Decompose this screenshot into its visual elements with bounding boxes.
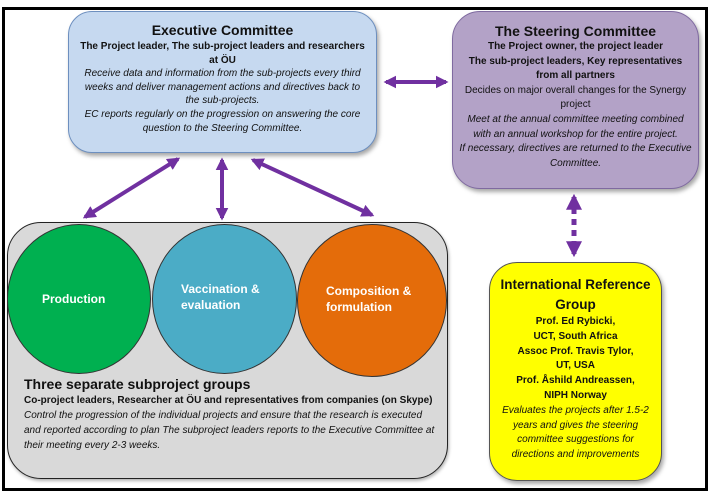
- international-reference-group-box: International Reference Group Prof. Ed R…: [489, 262, 662, 481]
- production-circle: Production: [7, 224, 151, 374]
- reference-member: UCT, South Africa: [533, 330, 618, 342]
- production-label: Production: [42, 292, 106, 306]
- reference-member: UT, USA: [556, 360, 595, 372]
- steering-meets: Meet at the annual committee meeting com…: [467, 113, 684, 140]
- reference-title: International Reference Group: [500, 277, 651, 312]
- vaccination-circle: Vaccination & evaluation: [152, 224, 297, 374]
- executive-duty-2: EC reports regularly on the progression …: [84, 108, 361, 134]
- composition-label-line2: formulation: [326, 300, 392, 314]
- reference-member: NIPH Norway: [544, 389, 607, 401]
- steering-title: The Steering Committee: [494, 23, 657, 39]
- subproject-title: Three separate subproject groups: [24, 376, 251, 392]
- vaccination-label-line2: evaluation: [181, 298, 241, 312]
- reference-duty: Evaluates the projects after 1.5-2 years…: [502, 404, 649, 461]
- vaccination-label-line1: Vaccination &: [181, 282, 260, 296]
- executive-duty-1: Receive data and information from the su…: [84, 68, 361, 107]
- steering-committee-box: The Steering Committee The Project owner…: [452, 11, 699, 189]
- executive-members: The Project leader, The sub-project lead…: [80, 41, 365, 66]
- composition-circle: Composition & formulation: [297, 224, 447, 377]
- vaccination-label: Vaccination & evaluation: [181, 281, 260, 313]
- steering-members-1: The Project owner, the project leader: [487, 41, 664, 52]
- reference-member: Prof. Åshild Andreassen,: [516, 375, 635, 387]
- executive-title: Executive Committee: [151, 22, 294, 38]
- subproject-duty: Control the progression of the individua…: [24, 410, 435, 451]
- steering-directives: If necessary, directives are returned to…: [459, 143, 692, 169]
- subproject-members: Co-project leaders, Researcher at ÖU and…: [24, 395, 433, 406]
- executive-committee-box: Executive Committee The Project leader, …: [68, 11, 377, 153]
- reference-member: Assoc Prof. Travis Tylor,: [517, 345, 634, 357]
- reference-member: Prof. Ed Rybicki,: [535, 316, 616, 327]
- composition-label-line1: Composition &: [326, 284, 412, 298]
- steering-decides: Decides on major overall changes for the…: [464, 84, 687, 111]
- composition-label: Composition & formulation: [326, 283, 411, 315]
- steering-members-2: The sub-project leaders, Key representat…: [468, 55, 683, 82]
